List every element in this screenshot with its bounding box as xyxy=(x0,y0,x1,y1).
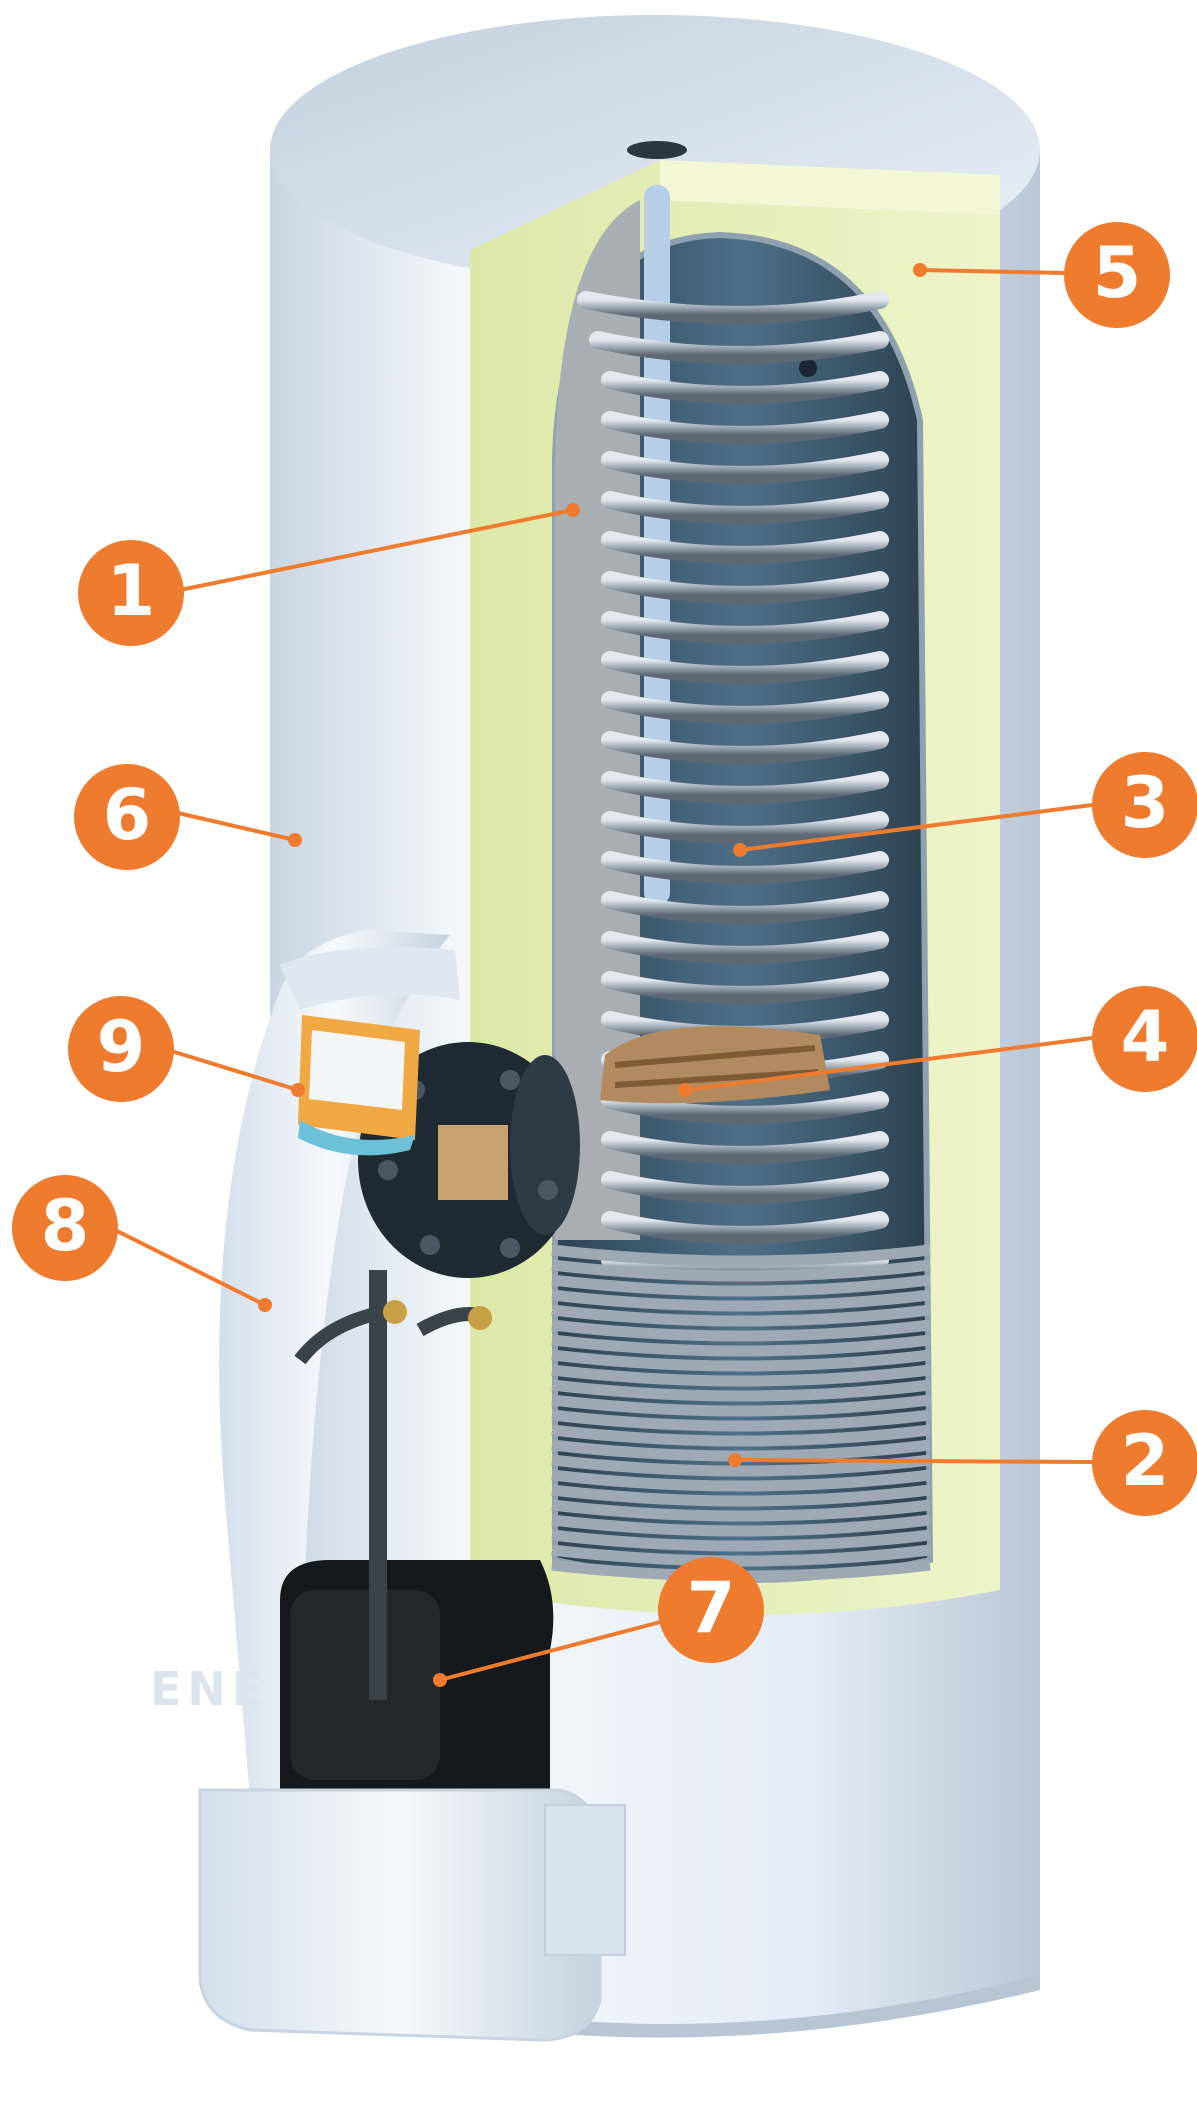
upper-coil-ring xyxy=(601,1131,889,1164)
condenser-coil-ring xyxy=(551,1259,931,1282)
leader-3 xyxy=(739,803,1093,852)
leader-6 xyxy=(177,811,296,842)
condenser-coil-ring xyxy=(551,1394,931,1417)
upper-coil-ring xyxy=(601,731,889,764)
condenser-coil-ring xyxy=(551,1439,931,1462)
leader-6-dot xyxy=(288,833,302,847)
callout-4-label: 4 xyxy=(1120,996,1170,1078)
callout-2: 2 xyxy=(1092,1410,1197,1516)
upper-coil-ring xyxy=(601,1171,889,1204)
electric-heating-element xyxy=(600,1026,830,1104)
heat-pump-cover: ENE xyxy=(150,930,460,1950)
callout-8-label: 8 xyxy=(40,1185,90,1267)
callout-9-label: 9 xyxy=(96,1006,146,1088)
upper-coil-ring xyxy=(601,851,889,884)
callout-4: 4 xyxy=(1092,986,1197,1092)
callout-5-label: 5 xyxy=(1092,232,1142,314)
leader-3-dot xyxy=(733,843,747,857)
callout-3: 3 xyxy=(1092,752,1197,858)
control-panel xyxy=(298,1015,420,1156)
upper-coil-ring xyxy=(601,771,889,804)
callout-7: 7 xyxy=(658,1557,764,1663)
condenser-coil-ring xyxy=(551,1424,931,1447)
upper-coil-ring xyxy=(601,891,889,924)
compressor xyxy=(280,1270,554,1790)
upper-coil-ring xyxy=(601,531,889,564)
leader-2-dot xyxy=(728,1453,742,1467)
leader-1-dot xyxy=(566,503,580,517)
upper-coil-ring xyxy=(601,691,889,724)
leader-9 xyxy=(167,1048,299,1092)
leader-5 xyxy=(919,268,1065,275)
leader-5-dot xyxy=(913,263,927,277)
leader-1 xyxy=(179,508,574,592)
callout-1: 1 xyxy=(78,540,184,646)
condenser-coil-ring xyxy=(551,1244,931,1267)
condenser-coil-ring xyxy=(551,1319,931,1342)
condenser-coil-ring xyxy=(551,1484,931,1507)
callout-8: 8 xyxy=(12,1175,118,1281)
condenser-coil-ring xyxy=(551,1304,931,1327)
condenser-coil-ring xyxy=(551,1454,931,1477)
condenser-coil-ring xyxy=(551,1379,931,1402)
upper-coil-ring xyxy=(601,651,889,684)
callout-6-label: 6 xyxy=(102,774,152,856)
condenser-coil-ring xyxy=(551,1274,931,1297)
condenser-coil-ring xyxy=(551,1469,931,1492)
leader-2 xyxy=(734,1458,1093,1464)
condenser-coil-ring xyxy=(551,1364,931,1387)
callout-2-label: 2 xyxy=(1120,1420,1170,1502)
upper-coil-ring xyxy=(601,571,889,604)
callout-3-label: 3 xyxy=(1120,762,1170,844)
condenser-coil-ring xyxy=(551,1499,931,1522)
condenser-coil-ring xyxy=(551,1409,931,1432)
leader-8 xyxy=(114,1228,266,1307)
condenser-coil-ring xyxy=(551,1289,931,1312)
base-tray xyxy=(198,1788,626,2042)
leader-4-dot xyxy=(678,1083,692,1097)
leader-8-dot xyxy=(258,1298,272,1312)
condenser-coil-ring xyxy=(551,1529,931,1552)
upper-coil-ring xyxy=(589,331,889,364)
leader-4 xyxy=(684,1036,1093,1092)
callout-5: 5 xyxy=(1064,222,1170,328)
upper-coil-ring xyxy=(577,291,889,324)
callout-7-label: 7 xyxy=(686,1567,736,1649)
callout-1-label: 1 xyxy=(106,550,156,632)
condenser-coil-ring xyxy=(551,1349,931,1372)
condenser-coil-ring xyxy=(551,1334,931,1357)
upper-coil-ring xyxy=(601,491,889,524)
condenser-coil-ring xyxy=(551,1514,931,1537)
leader-7-dot xyxy=(433,1673,447,1687)
leader-7 xyxy=(439,1618,669,1682)
upper-coil-ring xyxy=(601,1211,889,1244)
callout-9: 9 xyxy=(68,996,174,1102)
upper-coil-ring xyxy=(601,931,889,964)
upper-coil-ring xyxy=(601,411,889,444)
upper-coil-ring xyxy=(601,1091,889,1124)
condenser-coil xyxy=(551,1244,931,1582)
upper-coil xyxy=(577,291,889,1284)
upper-coil-ring xyxy=(601,451,889,484)
condenser-coil-ring xyxy=(551,1544,931,1567)
upper-coil-ring xyxy=(601,611,889,644)
upper-coil-ring xyxy=(601,971,889,1004)
upper-coil-ring xyxy=(601,371,889,404)
leader-9-dot xyxy=(291,1083,305,1097)
upper-coil-ring xyxy=(601,811,889,844)
callout-6: 6 xyxy=(74,764,180,870)
svg-text:ENE: ENE xyxy=(150,1662,269,1716)
